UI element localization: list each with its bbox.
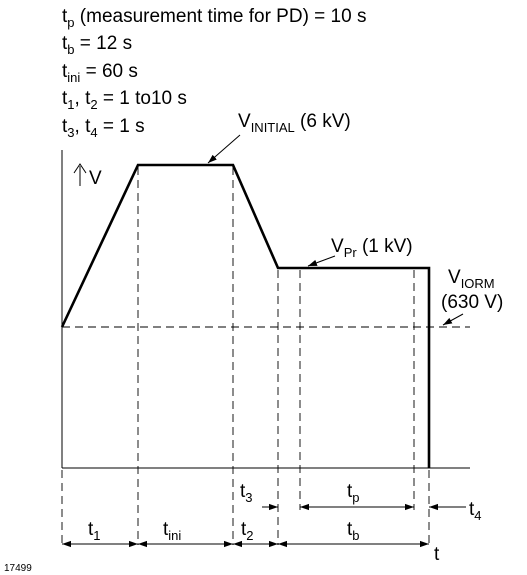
y-axis-label: V: [89, 168, 102, 189]
interval-t3-label: t3: [240, 481, 253, 505]
figure-number: 17499: [4, 563, 32, 574]
interval-t2-label: t2: [241, 519, 254, 543]
interval-t1-label: t1: [88, 519, 101, 543]
v-iorm-value: (630 V): [441, 292, 503, 313]
interval-tini-label: tini: [163, 519, 181, 543]
v-initial-label: VINITIAL (6 kV): [238, 111, 351, 135]
interval-tb-label: tb: [347, 519, 360, 543]
v-iorm-label: VIORM: [448, 267, 495, 291]
header-tb-line: tb = 12 s: [62, 33, 132, 57]
v-iorm-leader: [442, 313, 464, 326]
v-pr-label: VPr (1 kV): [331, 236, 413, 260]
header-t1-t2-line: t1, t2 = 1 to10 s: [62, 88, 187, 112]
header-t3-t4-line: t3, t4 = 1 s: [62, 116, 145, 140]
interval-tp-label: tp: [347, 481, 360, 505]
header-tini-line: tini = 60 s: [62, 61, 138, 85]
header-tp-line: tp (measurement time for PD) = 10 s: [62, 6, 366, 30]
y-axis-arrow-icon: [73, 163, 87, 186]
voltage-profile-trace: [60, 163, 431, 468]
v-initial-leader: [207, 134, 241, 164]
interval-t4-label: t4: [469, 499, 482, 523]
time-axis-label: t: [434, 544, 440, 565]
v-pr-leader: [307, 255, 336, 267]
